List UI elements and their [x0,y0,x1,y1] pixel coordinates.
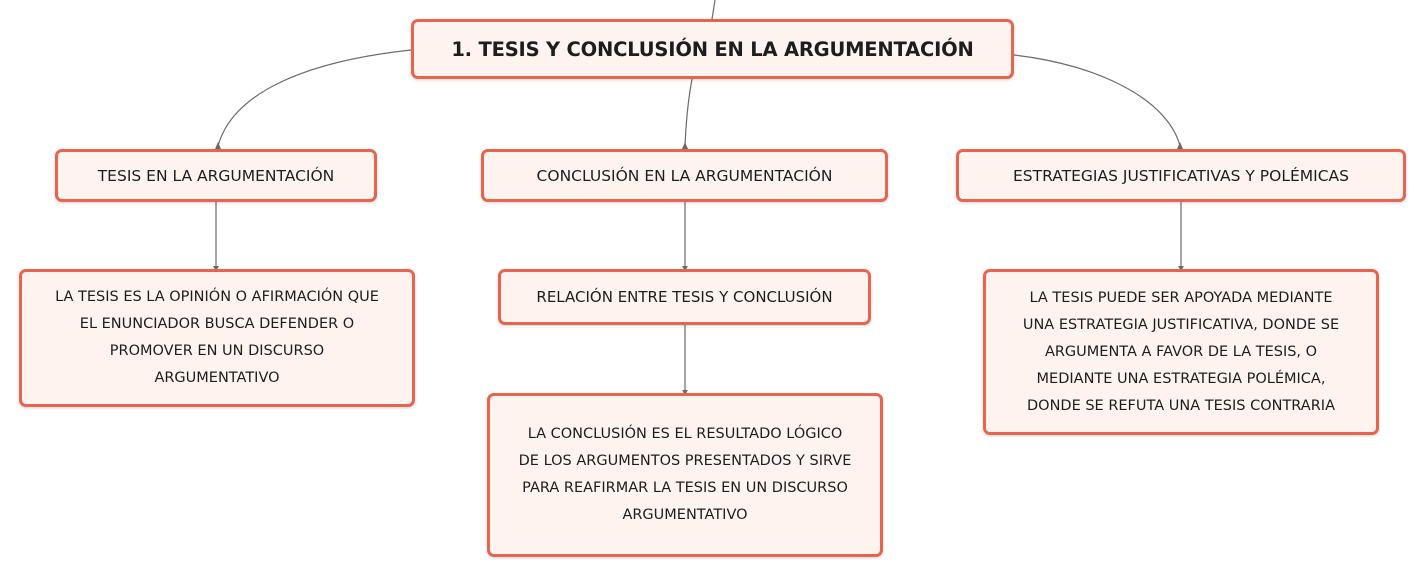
text-line: ARGUMENTATIVO [622,507,748,523]
text-line: LA TESIS ES LA OPINIÓN O AFIRMACIÓN QUE [55,289,379,305]
subtopic-node-conclusion-definition[interactable]: LA CONCLUSIÓN ES EL RESULTADO LÓGICO DE … [487,393,883,557]
topic-label-conclusion: CONCLUSIÓN EN LA ARGUMENTACIÓN [536,166,833,185]
topic-node-tesis[interactable]: TESIS EN LA ARGUMENTACIÓN [55,149,377,202]
subtopic-text-conclusion-definition: LA CONCLUSIÓN ES EL RESULTADO LÓGICO DE … [519,421,852,529]
connector-arrowhead [682,390,688,395]
topic-label-estrategias: ESTRATEGIAS JUSTIFICATIVAS Y POLÉMICAS [1013,166,1349,185]
subtopic-node-relacion[interactable]: RELACIÓN ENTRE TESIS Y CONCLUSIÓN [498,269,871,325]
text-line: LA TESIS PUEDE SER APOYADA MEDIANTE [1029,289,1333,306]
text-line: PARA REAFIRMAR LA TESIS EN UN DISCURSO [522,480,848,496]
text-line: EL ENUNCIADOR BUSCA DEFENDER O [79,316,355,332]
connector-root-to-tesis [217,49,412,147]
connector-arrowhead [682,266,688,271]
text-line: DONDE SE REFUTA UNA TESIS CONTRARIA [1026,397,1335,414]
connector-root-to-conclusion [684,78,693,147]
connector-arrowhead [682,142,688,149]
subtopic-node-tesis-definition[interactable]: LA TESIS ES LA OPINIÓN O AFIRMACIÓN QUE … [19,269,415,407]
topic-node-conclusion[interactable]: CONCLUSIÓN EN LA ARGUMENTACIÓN [481,149,888,202]
connector-arrowhead [1177,142,1183,149]
topic-label-tesis: TESIS EN LA ARGUMENTACIÓN [97,166,335,185]
text-line: DE LOS ARGUMENTOS PRESENTADOS Y SIRVE [518,453,852,469]
subtopic-label-relacion: RELACIÓN ENTRE TESIS Y CONCLUSIÓN [536,287,833,306]
topic-node-estrategias[interactable]: ESTRATEGIAS JUSTIFICATIVAS Y POLÉMICAS [956,149,1406,202]
root-topic-node[interactable]: 1. TESIS Y CONCLUSIÓN EN LA ARGUMENTACIÓ… [411,19,1014,79]
root-topic-label: 1. TESIS Y CONCLUSIÓN EN LA ARGUMENTACIÓ… [451,37,974,61]
text-line: PROMOVER EN UN DISCURSO [109,343,325,359]
text-line: ARGUMENTATIVO [154,370,280,386]
subtopic-text-tesis-definition: LA TESIS ES LA OPINIÓN O AFIRMACIÓN QUE … [55,284,379,392]
connector-arrowhead [213,266,219,271]
connector-root-to-estrategias [1013,54,1181,147]
subtopic-node-estrategias-definition[interactable]: LA TESIS PUEDE SER APOYADA MEDIANTE UNA … [983,269,1379,435]
text-line: ARGUMENTA A FAVOR DE LA TESIS, O [1044,343,1318,360]
subtopic-text-estrategias-definition: LA TESIS PUEDE SER APOYADA MEDIANTE UNA … [1023,285,1339,420]
text-line: LA CONCLUSIÓN ES EL RESULTADO LÓGICO [527,426,843,442]
text-line: MEDIANTE UNA ESTRATEGIA POLÉMICA, [1036,370,1326,387]
text-line: UNA ESTRATEGIA JUSTIFICATIVA, DONDE SE [1022,316,1340,333]
connector-arrowhead [1178,266,1184,271]
connector-parent-to-root [711,0,716,20]
connector-arrowhead [215,142,221,149]
